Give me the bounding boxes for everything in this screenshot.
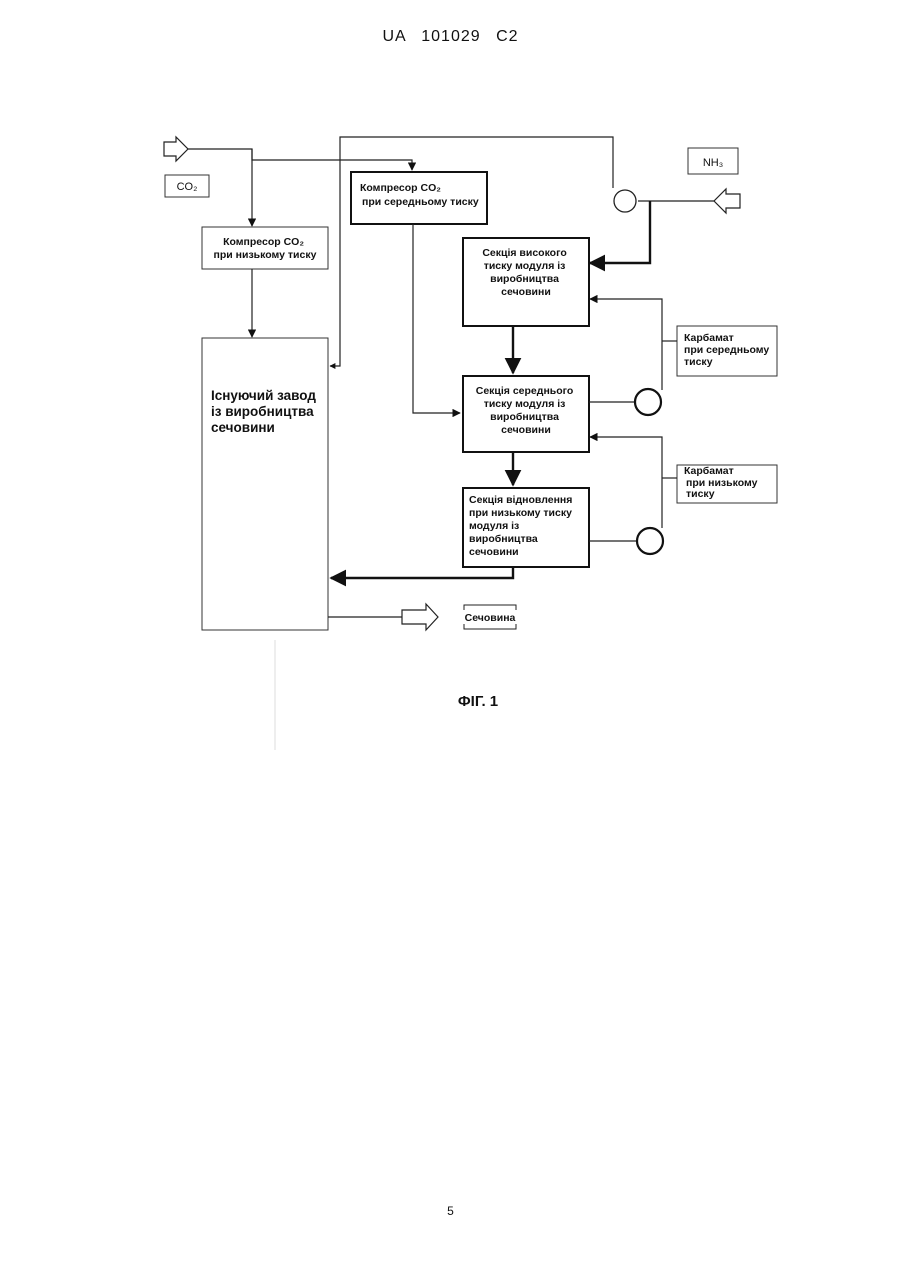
existing-plant-line-3: сечовини (211, 420, 275, 435)
existing-plant-line-1: Існуючий завод (211, 388, 316, 403)
co2-line-main (188, 149, 412, 170)
mp-line-1: Секція середнього (476, 385, 574, 397)
urea-output-arrow (402, 604, 438, 630)
lp-line-3: модуля із (469, 520, 519, 532)
carbamate-medium-line-2: при середньому (684, 344, 769, 356)
nh3-pump-icon (614, 190, 636, 212)
carbamate-medium-line-3: тиску (684, 356, 713, 368)
carbamate-medium-loop-line (590, 299, 662, 390)
carbamate-medium-line-1: Карбамат (684, 332, 734, 344)
mp-line-3: виробництва (490, 411, 559, 423)
lp-line-1: Секція відновлення (469, 494, 572, 506)
hp-line-1: Секція високого (482, 247, 566, 259)
existing-plant-line-2: із виробництва (211, 404, 314, 419)
compressor-low-line-2: при низькому тиску (214, 249, 317, 261)
carbamate-low-line-3: тиску (686, 488, 715, 500)
co2-inlet-arrow (164, 137, 188, 161)
mp-line-4: сечовини (501, 424, 551, 436)
lp-line-2: при низькому тиску (469, 507, 572, 519)
lp-line-4: виробництва (469, 533, 538, 545)
lp-to-plant-line (331, 567, 513, 578)
lp-line-5: сечовини (469, 546, 519, 558)
nh3-inlet-arrow (714, 189, 740, 213)
hp-line-4: сечовини (501, 286, 551, 298)
hp-line-2: тиску модуля із (484, 260, 566, 272)
figure-caption: ФІГ. 1 (458, 693, 498, 710)
compressor-low-line-1: Компресор CO₂ (223, 236, 304, 248)
nh3-label: NH₃ (703, 157, 723, 169)
compressor-low-label: Компресор CO₂ при низькому тиску (214, 236, 317, 261)
co2-label: CO₂ (177, 181, 198, 193)
lp-carbamate-pump-icon (637, 528, 663, 554)
medium-compressor-to-mp-section-line (413, 224, 460, 413)
urea-label: Сечовина (465, 612, 516, 624)
carbamate-low-line-1: Карбамат (684, 465, 734, 477)
hp-line-3: виробництва (490, 273, 559, 285)
compressor-low-box (202, 227, 328, 269)
mp-carbamate-pump-icon (635, 389, 661, 415)
mp-line-2: тиску модуля із (484, 398, 566, 410)
page-number: 5 (0, 1204, 901, 1218)
compressor-medium-line-1: Компресор CO₂ (360, 182, 441, 194)
compressor-medium-line-2: при середньому тиску (362, 196, 479, 208)
existing-plant-box (202, 338, 328, 630)
carbamate-low-loop-line (590, 437, 662, 528)
